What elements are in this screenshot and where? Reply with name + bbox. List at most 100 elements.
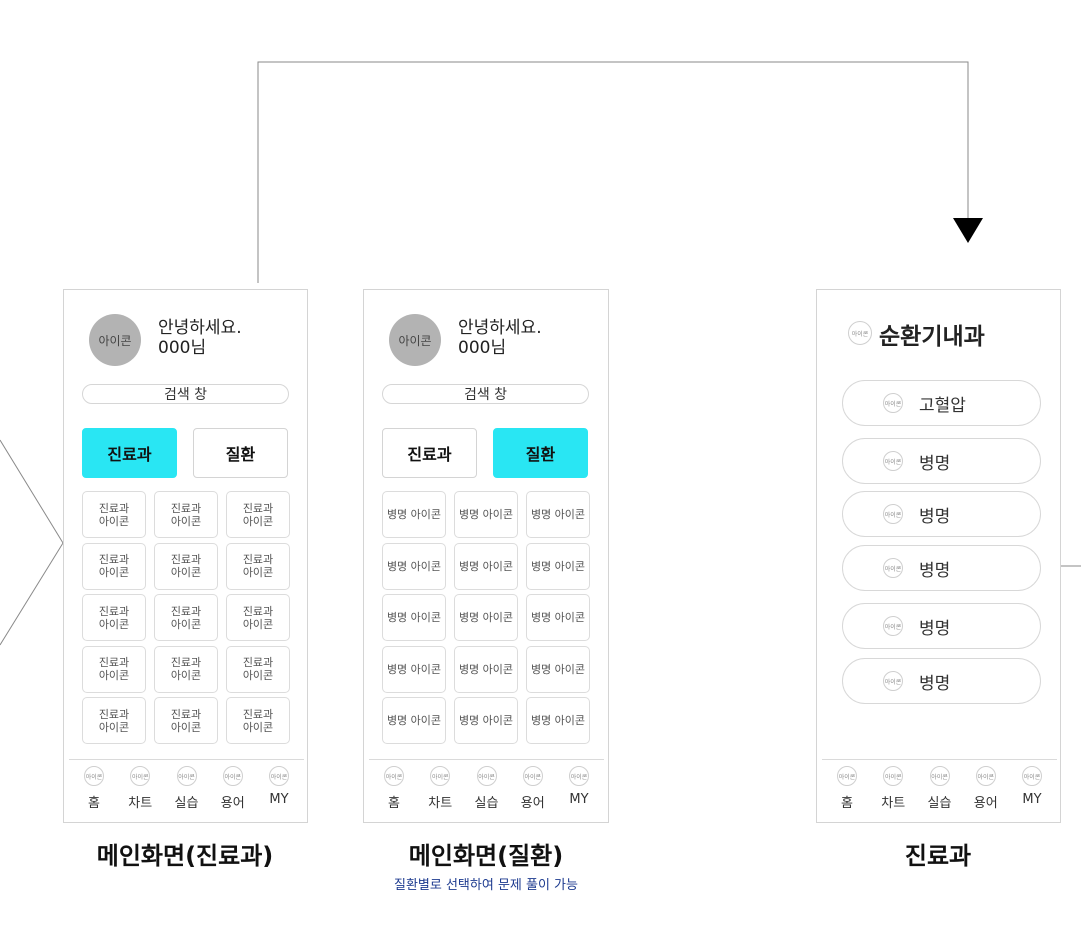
greeting: 안녕하세요. 000님	[458, 318, 542, 358]
nav-icon: 아이콘	[84, 766, 104, 786]
greeting-line1: 안녕하세요.	[158, 318, 242, 338]
profile-avatar[interactable]: 아이콘	[89, 314, 141, 366]
nav-label: MY	[1022, 792, 1042, 807]
department-icon-cell[interactable]: 진료과 아이콘	[82, 491, 146, 538]
nav-label: 차트	[881, 796, 906, 811]
nav-label: MY	[269, 792, 289, 807]
nav-item[interactable]: 아이콘 MY	[1012, 766, 1052, 811]
tab-disease[interactable]: 질환	[193, 428, 288, 478]
department-title: 순환기내과	[879, 324, 985, 350]
tab-department[interactable]: 진료과	[382, 428, 477, 478]
department-icon-cell[interactable]: 진료과 아이콘	[154, 542, 218, 590]
department-icon-cell[interactable]: 진료과 아이콘	[154, 491, 218, 538]
department-icon-cell[interactable]: 진료과 아이콘	[154, 645, 218, 693]
department-icon-cell[interactable]: 진료과 아이콘	[154, 697, 218, 744]
disease-icon-cell[interactable]: 병명 아이콘	[454, 542, 518, 590]
disease-icon: 아이콘	[883, 671, 903, 691]
department-icon-cell[interactable]: 진료과 아이콘	[82, 542, 146, 590]
department-icon-cell[interactable]: 진료과 아이콘	[226, 697, 290, 744]
caption-department-detail: 진료과	[904, 842, 972, 870]
disease-icon-cell[interactable]: 병명 아이콘	[382, 491, 446, 538]
profile-avatar[interactable]: 아이콘	[389, 314, 441, 366]
disease-icon-cell[interactable]: 병명 아이콘	[382, 594, 446, 641]
disease-icon-cell[interactable]: 병명 아이콘	[382, 697, 446, 744]
tab-department[interactable]: 진료과	[82, 428, 177, 478]
disease-icon-cell[interactable]: 병명 아이콘	[454, 645, 518, 693]
nav-label: 홈	[841, 796, 853, 811]
greeting-username: 000님	[458, 338, 507, 358]
disease-icon-cell[interactable]: 병명 아이콘	[454, 697, 518, 744]
search-input[interactable]: 검색 창	[82, 384, 289, 404]
nav-icon: 아이콘	[837, 766, 857, 786]
disease-icon-cell[interactable]: 병명 아이콘	[526, 645, 590, 693]
department-icon-cell[interactable]: 진료과 아이콘	[82, 697, 146, 744]
nav-divider	[69, 759, 304, 760]
greeting-line1: 안녕하세요.	[458, 318, 542, 338]
nav-label: 실습	[474, 796, 499, 811]
nav-icon: 아이콘	[569, 766, 589, 786]
disease-icon: 아이콘	[883, 451, 903, 471]
caption-main-disease: 메인화면(질환)	[408, 842, 564, 870]
disease-icon-cell[interactable]: 병명 아이콘	[526, 542, 590, 590]
nav-icon: 아이콘	[130, 766, 151, 786]
department-icon-cell[interactable]: 진료과 아이콘	[154, 594, 218, 641]
nav-divider	[369, 759, 604, 760]
nav-icon: 아이콘	[1022, 766, 1042, 786]
disease-icon-cell[interactable]: 병명 아이콘	[526, 697, 590, 744]
disease-icon-cell[interactable]: 병명 아이콘	[454, 491, 518, 538]
greeting-username: 000님	[158, 338, 207, 358]
disease-icon: 아이콘	[883, 558, 903, 578]
caption-main-department: 메인화면(진료과)	[96, 842, 274, 870]
department-icon-cell[interactable]: 진료과 아이콘	[226, 645, 290, 693]
department-icon-cell[interactable]: 진료과 아이콘	[226, 542, 290, 590]
disease-icon-cell[interactable]: 병명 아이콘	[454, 594, 518, 641]
search-input[interactable]: 검색 창	[382, 384, 589, 404]
disease-label: 병명	[919, 506, 951, 527]
nav-label: 차트	[428, 796, 453, 811]
disease-icon-cell[interactable]: 병명 아이콘	[526, 491, 590, 538]
nav-label: 용어	[220, 796, 245, 811]
department-header-icon: 아이콘	[848, 321, 872, 345]
department-icon-cell[interactable]: 진료과 아이콘	[82, 645, 146, 693]
nav-label: MY	[569, 792, 589, 807]
disease-icon: 아이콘	[883, 393, 903, 413]
department-icon-cell[interactable]: 진료과 아이콘	[226, 491, 290, 538]
disease-icon-cell[interactable]: 병명 아이콘	[526, 594, 590, 641]
nav-label: 홈	[88, 796, 100, 811]
department-icon-cell[interactable]: 진료과 아이콘	[226, 594, 290, 641]
nav-item[interactable]: 아이콘 MY	[559, 766, 599, 811]
department-icon-cell[interactable]: 진료과 아이콘	[82, 594, 146, 641]
nav-icon: 아이콘	[476, 766, 497, 786]
nav-icon: 아이콘	[522, 766, 543, 786]
disease-icon-cell[interactable]: 병명 아이콘	[382, 542, 446, 590]
disease-icon: 아이콘	[883, 616, 903, 636]
tab-disease[interactable]: 질환	[493, 428, 588, 478]
flow-arrow-head	[953, 218, 983, 243]
nav-icon: 아이콘	[384, 766, 404, 786]
nav-label: 홈	[388, 796, 400, 811]
disease-icon-cell[interactable]: 병명 아이콘	[382, 645, 446, 693]
greeting: 안녕하세요. 000님	[158, 318, 242, 358]
